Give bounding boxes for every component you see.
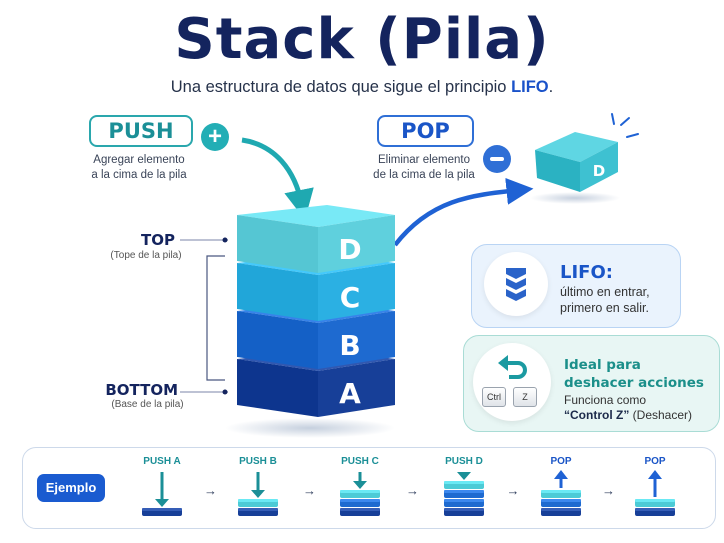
example-step-stack [541,470,581,516]
undo-line1: Funciona como [564,393,647,407]
subtitle-period: . [548,78,554,96]
undo-icon [498,355,527,379]
push-down-arrowhead [251,490,265,498]
push-label-box: PUSH [89,115,193,147]
ctrl-key: Ctrl [482,387,506,407]
example-block-top [340,490,380,493]
example-step-label: PUSH A [143,456,181,467]
example-block-top [635,499,675,502]
example-block-top [142,508,182,511]
popped-block-d: D [535,132,618,192]
lifo-title: LIFO: [560,262,613,283]
pop-up-arrowhead [648,470,662,479]
push-down-arrowhead [155,499,169,507]
stack-shadow [225,418,395,438]
example-block-top [444,481,484,484]
push-down-arrowhead [457,472,471,480]
example-block-top [238,499,278,502]
stack-bracket [206,255,225,381]
undo-title-line2: deshacer acciones [564,375,704,391]
pop-arrow [393,177,534,247]
undo-ctrlz: “Control Z” [564,408,630,422]
example-step-label: POP [644,456,666,467]
lifo-line1: último en entrar, [560,285,650,299]
page-subtitle: Una estructura de datos que sigue el pri… [0,78,724,97]
stack-chevrons-icon [506,268,526,301]
popped-shadow [530,192,620,204]
bottom-label-text: BOTTOM [105,381,178,399]
push-arrow [241,137,314,220]
example-step-label: PUSH D [445,456,483,467]
example-button[interactable]: Ejemplo [37,474,105,502]
stack-block-d: D [237,205,395,273]
example-block-top [541,508,581,511]
stack-block-label: D [338,233,361,266]
undo-title-line1: Ideal para [564,357,641,373]
stack-block-label: B [339,329,360,362]
bottom-sublabel: (Base de la pila) [111,399,184,410]
example-step-stack [142,472,182,516]
lifo-line2: primero en salir. [560,301,649,315]
example-block-top [340,508,380,511]
example-step-label: PUSH B [239,456,277,467]
plus-icon: + [201,123,229,151]
example-step-stack [238,472,278,516]
example-step-stack [340,472,380,516]
popped-block-label: D [593,162,605,180]
top-label-text: TOP [141,231,175,249]
undo-text: Funciona como “Control Z” (Deshacer) [564,393,692,423]
example-block-top [541,499,581,502]
lifo-text: último en entrar, primero en salir. [560,284,650,316]
example-step-arrow: → [506,483,520,498]
z-key: Z [513,387,537,407]
example-step-arrow: → [303,483,316,498]
push-desc-line2: a la cima de la pila [91,169,187,181]
undo-line2-rest: (Deshacer) [629,408,693,422]
stack-block-label: C [340,281,361,314]
pop-desc-line2: de la cima de la pila [373,169,475,181]
undo-line2: “Control Z” (Deshacer) [564,408,692,423]
example-step-label: POP [550,456,572,467]
motion-lines [611,113,639,138]
bottom-label: BOTTOM [88,381,178,399]
pop-desc-line1: Eliminar elemento [377,154,471,166]
top-leader-dot [222,237,228,243]
lifo-icon-circle [484,252,548,316]
pop-label-box: POP [377,115,474,147]
page-title: Stack (Pila) [174,7,550,72]
undo-title: Ideal para deshacer acciones [564,356,704,392]
minus-icon [483,145,511,173]
example-step-stack [635,470,675,516]
example-block-top [238,508,278,511]
example-block-top [444,508,484,511]
example-step-label: PUSH C [341,456,379,467]
bottom-leader-dot [222,389,228,395]
example-step-arrow: → [204,483,217,498]
pop-description: Eliminar elemento de la cima de la pila [366,153,482,183]
example-step-stack [444,472,484,516]
example-block-top [444,490,484,493]
example-block-top [635,508,675,511]
example-step-arrow: → [406,483,419,498]
example-block-top [541,490,581,493]
stack-block-label: A [339,377,361,410]
top-sublabel: (Tope de la pila) [110,250,182,261]
example-block-top [444,499,484,502]
top-label: TOP [110,231,175,249]
push-down-arrowhead [353,481,367,489]
undo-icon-circle: Ctrl Z [473,343,551,421]
example-block-top [340,499,380,502]
subtitle-text: Una estructura de datos que sigue el pri… [170,78,512,96]
push-description: Agregar elemento a la cima de la pila [78,153,200,183]
push-desc-line1: Agregar elemento [93,154,185,166]
pop-up-arrowhead [554,470,568,479]
subtitle-highlight: LIFO [511,78,549,96]
example-step-arrow: → [602,483,615,498]
